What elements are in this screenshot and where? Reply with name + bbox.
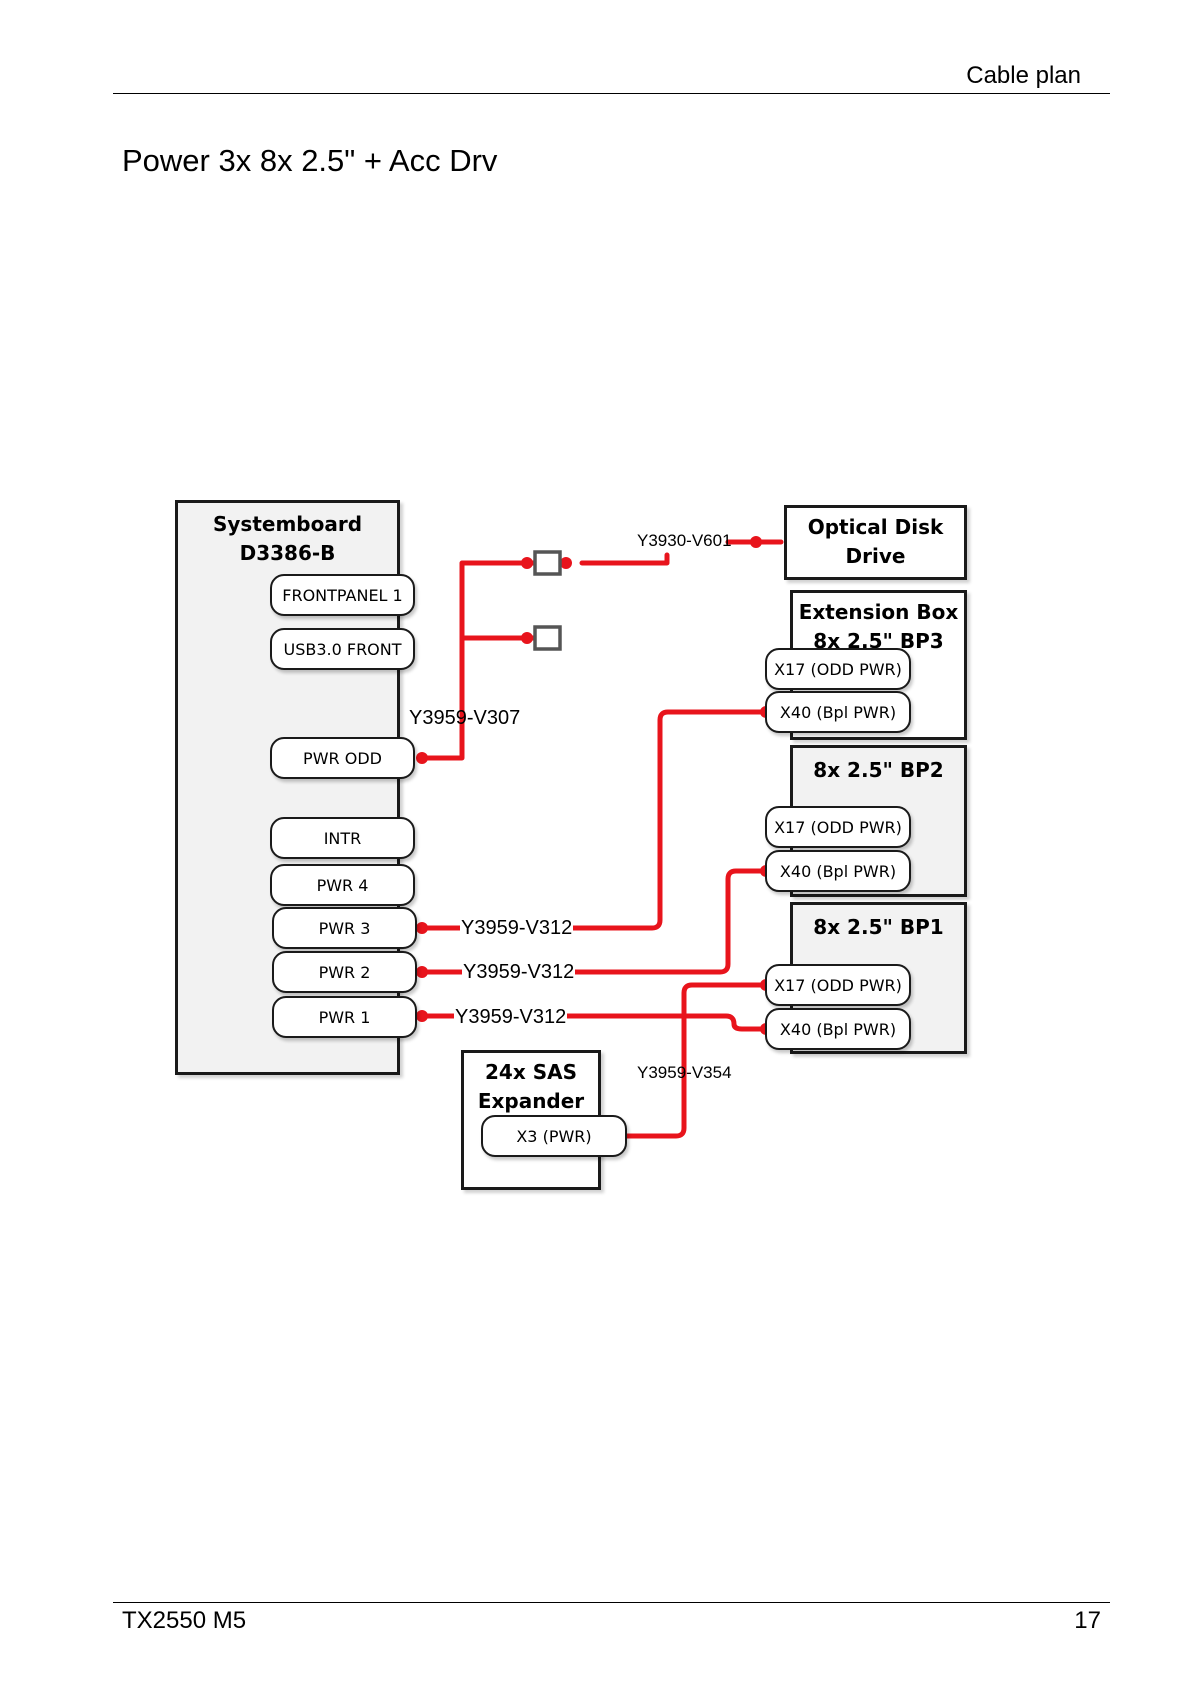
cable-dot	[416, 922, 428, 934]
cable-pwr2-to-bp2	[419, 868, 769, 975]
cable-label-y3959-v307: Y3959-V307	[409, 707, 521, 729]
connector-pwr-2: PWR 2	[272, 951, 417, 993]
inline-connector-plug	[533, 550, 562, 576]
header-rule	[113, 93, 1110, 94]
cable-dot	[416, 1010, 428, 1022]
header-section-title: Cable plan	[966, 62, 1081, 89]
cable-label-pwr1: Y3959-V312	[454, 1006, 568, 1028]
cable-y3959-v307	[417, 560, 561, 761]
cable-diagram: Systemboard D3386-B FRONTPANEL 1 USB3.0 …	[175, 500, 1025, 1290]
cable-label-y3930-v601: Y3930-V601	[637, 531, 732, 550]
connector-frontpanel-1: FRONTPANEL 1	[270, 574, 415, 616]
cable-pwr3-to-bp3	[419, 709, 769, 931]
footer-model: TX2550 M5	[122, 1607, 247, 1634]
bp1-connector-x17: X17 (ODD PWR)	[765, 964, 911, 1006]
footer-rule	[113, 1602, 1110, 1603]
cable-dot	[416, 752, 428, 764]
cable-label-pwr3: Y3959-V312	[460, 917, 574, 939]
inline-connector-plug	[533, 625, 562, 651]
cable-pwr1-to-bp1	[419, 1013, 769, 1032]
bp2-connector-x17: X17 (ODD PWR)	[765, 806, 911, 848]
systemboard-model: D3386-B	[239, 541, 336, 565]
bp3-title: Extension Box	[798, 600, 959, 624]
cable-y3930-v601	[579, 552, 670, 566]
cable-dot	[560, 557, 572, 569]
optical-disk-drive-box: Optical Disk Drive	[784, 505, 967, 580]
connector-pwr-3: PWR 3	[272, 907, 417, 949]
bp1-connector-x40: X40 (Bpl PWR)	[765, 1008, 911, 1050]
cable-label-pwr2: Y3959-V312	[462, 961, 576, 983]
odd-title: Optical Disk	[807, 515, 944, 539]
bp3-connector-x17: X17 (ODD PWR)	[765, 648, 911, 690]
connector-pwr-odd: PWR ODD	[270, 737, 415, 779]
cable-dot	[521, 557, 533, 569]
page-title: Power 3x 8x 2.5" + Acc Drv	[122, 143, 498, 178]
odd-title-line2: Drive	[845, 544, 906, 568]
bp2-title: 8x 2.5" BP2	[813, 758, 944, 782]
sas-connector-x3: X3 (PWR)	[481, 1115, 627, 1157]
cable-dot	[750, 536, 762, 548]
systemboard-title: Systemboard	[212, 512, 363, 536]
cable-sas-to-bp1	[610, 982, 769, 1139]
connector-pwr-1: PWR 1	[272, 996, 417, 1038]
cable-dot	[521, 632, 533, 644]
page-number: 17	[1074, 1607, 1101, 1634]
sas-title: 24x SAS	[485, 1060, 577, 1084]
cable-dot	[416, 966, 428, 978]
bp3-connector-x40: X40 (Bpl PWR)	[765, 691, 911, 733]
connector-usb3-front: USB3.0 FRONT	[270, 628, 415, 670]
bp1-title: 8x 2.5" BP1	[813, 915, 944, 939]
connector-pwr-4: PWR 4	[270, 864, 415, 906]
connector-intr: INTR	[270, 817, 415, 859]
sas-subtitle: Expander	[477, 1089, 585, 1113]
bp2-connector-x40: X40 (Bpl PWR)	[765, 850, 911, 892]
cable-label-y3959-v354: Y3959-V354	[637, 1063, 732, 1082]
